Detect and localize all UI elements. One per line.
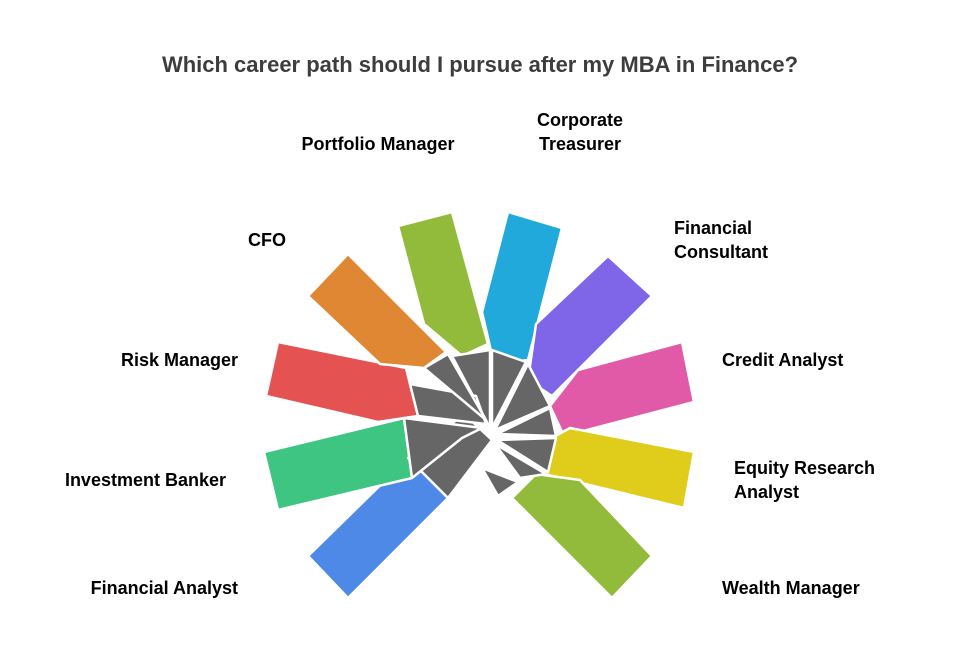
blade-portfolio-manager (396, 210, 490, 358)
label-risk-manager: Risk Manager (120, 350, 238, 370)
blade-cfo (306, 252, 448, 370)
label-investment-banker: Investment Banker (64, 470, 226, 490)
label-portfolio-manager: Portfolio Manager (301, 134, 455, 154)
diagram-title: Which career path should I pursue after … (161, 52, 799, 77)
hub-facet-3 (493, 362, 552, 432)
hub-facet-10 (408, 382, 488, 426)
hub-facet-6 (493, 442, 548, 480)
label-financial-consultant: Financial Consultant (674, 218, 768, 262)
label-wealth-manager: Wealth Manager (722, 578, 860, 598)
label-credit-analyst: Credit Analyst (722, 350, 844, 370)
label-financial-analyst: Financial Analyst (90, 578, 238, 598)
hub-facet-2 (490, 348, 528, 430)
label-corporate-treasurer: Corporate Treasurer (536, 110, 623, 154)
blade-credit-analyst (548, 340, 696, 438)
hub-facet-5 (495, 436, 558, 474)
hub-facet-7 (480, 466, 520, 498)
label-cfo: CFO (248, 230, 286, 250)
hub-facet-11 (422, 352, 488, 422)
hub-facet-9 (402, 416, 484, 480)
blade-wealth-manager (510, 472, 654, 600)
label-equity-research-analyst: Equity Research Analyst (734, 458, 876, 502)
hub-facet-4 (495, 406, 558, 438)
